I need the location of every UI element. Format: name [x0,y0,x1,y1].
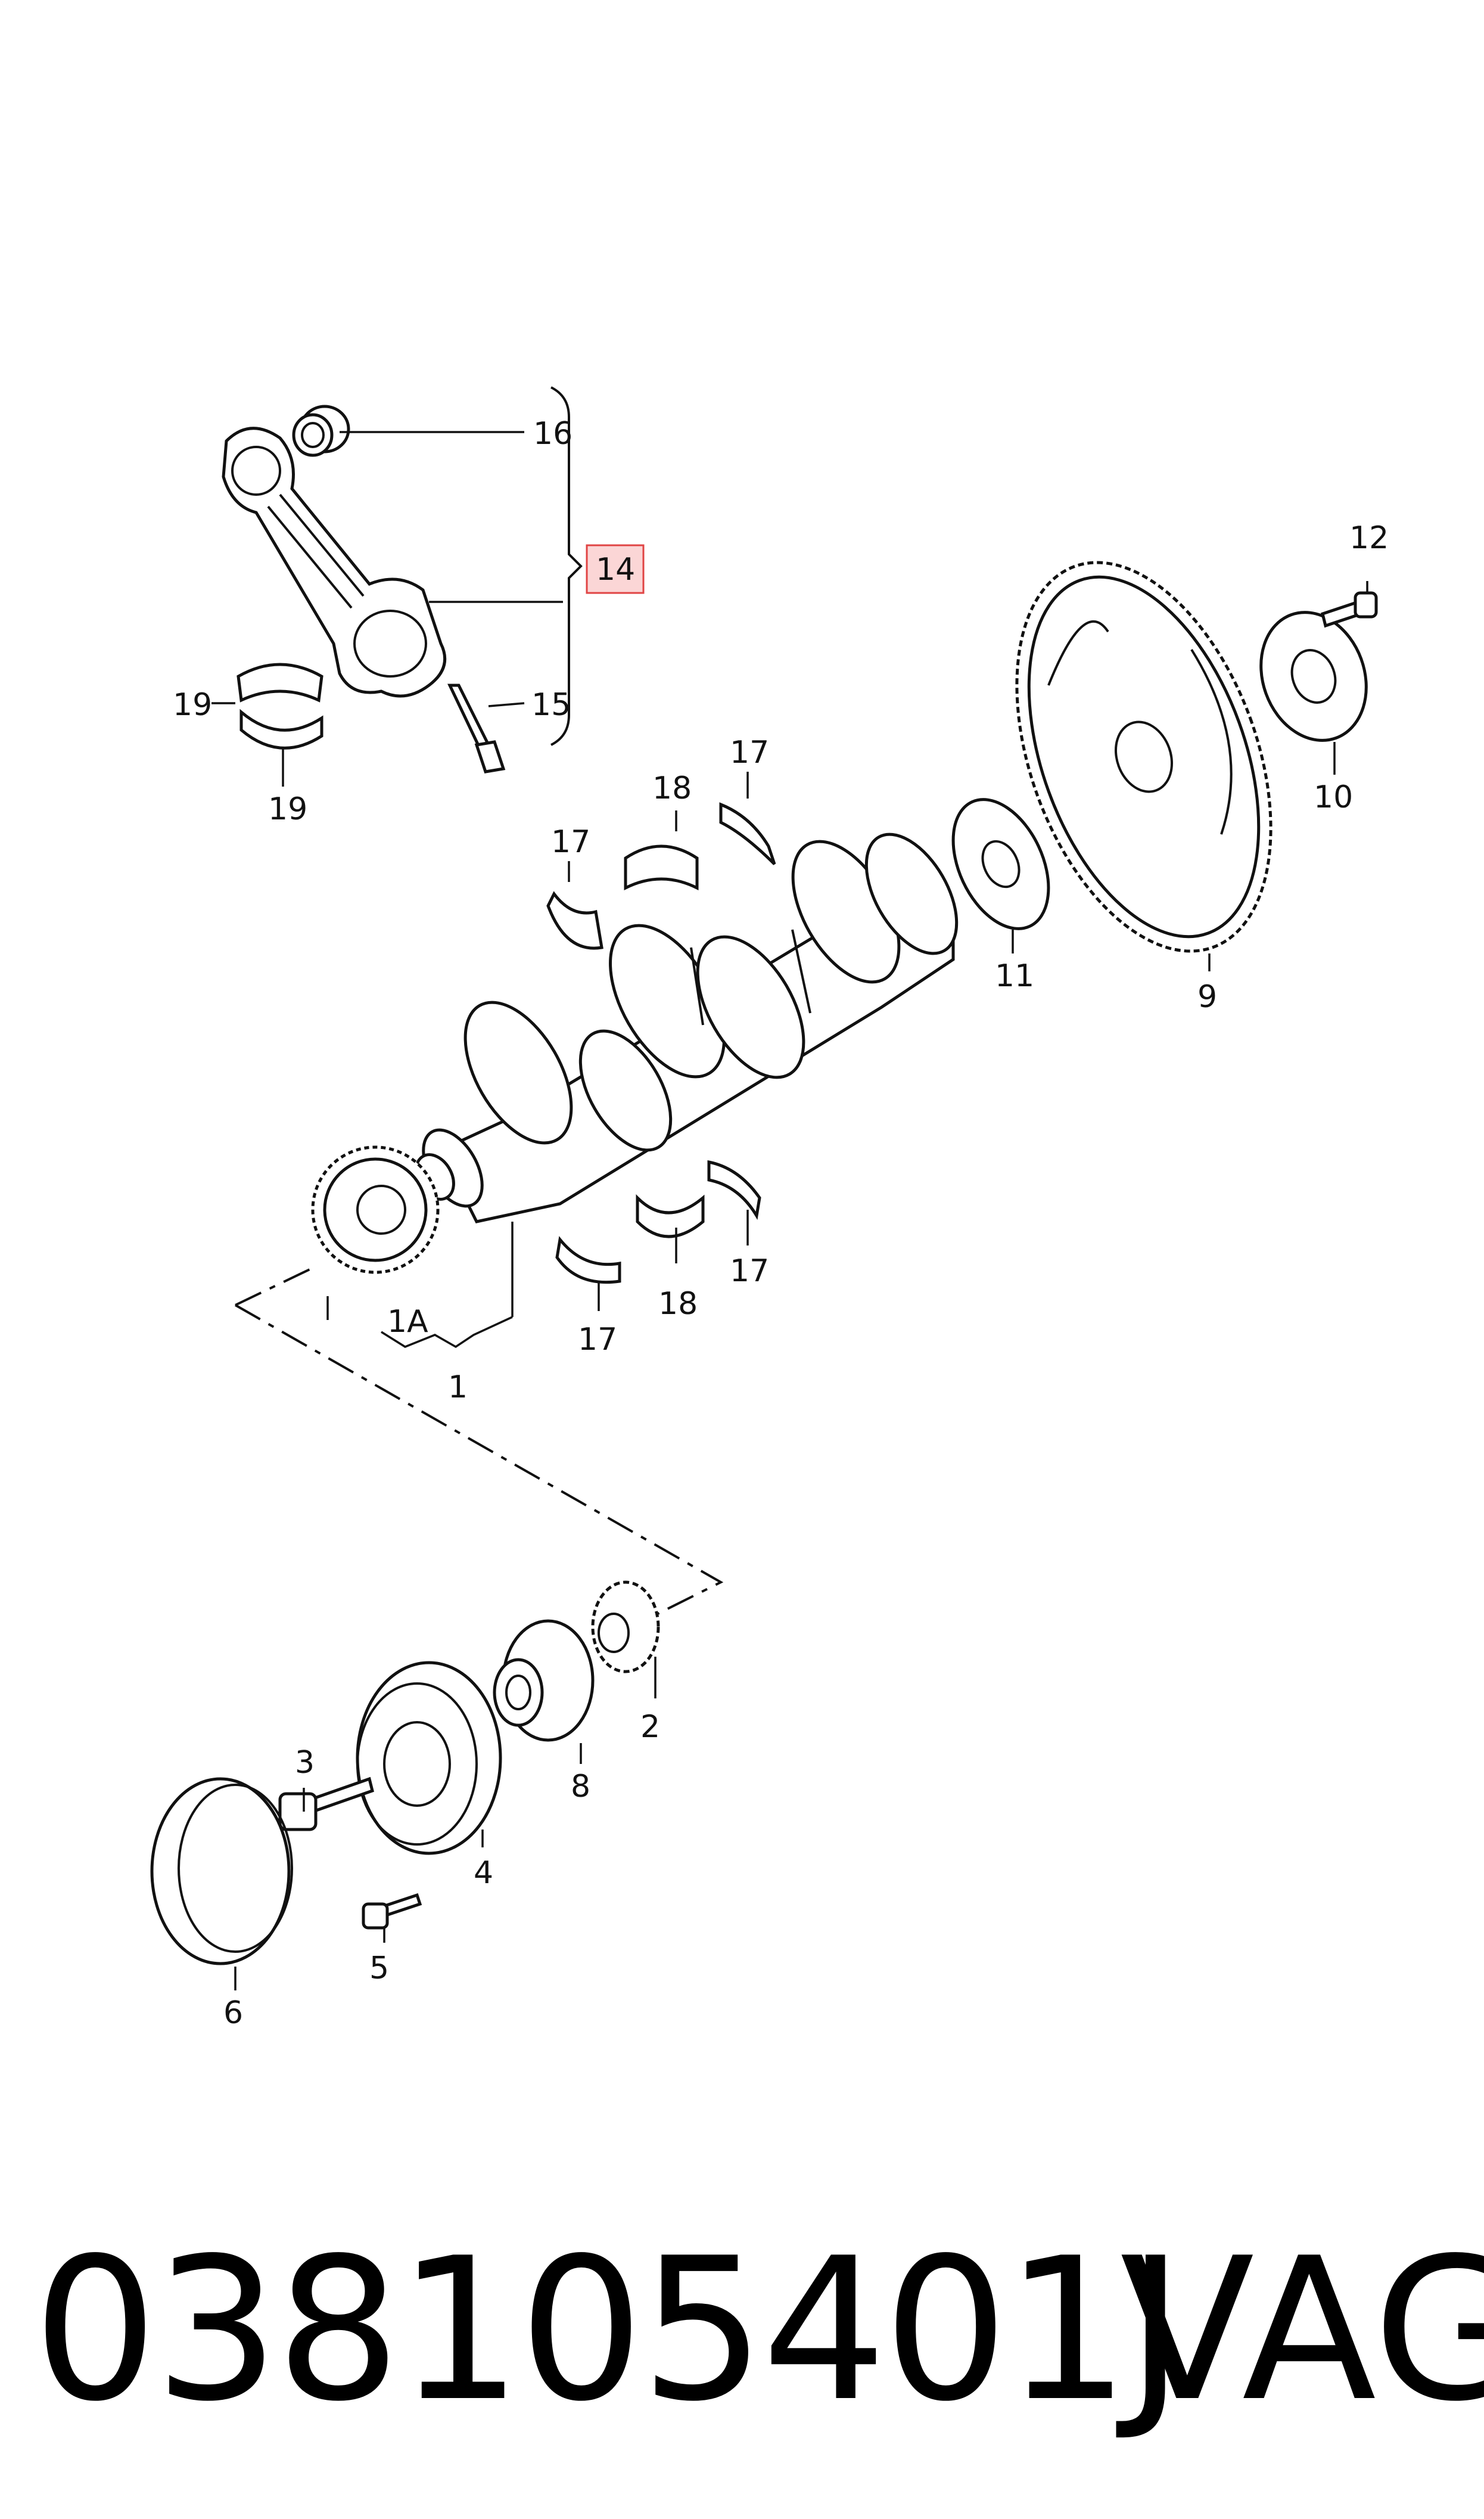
callout-17-top-left[interactable]: 17 [551,824,590,860]
callout-19-left[interactable]: 19 [173,687,212,723]
part-number: 038105401J [33,2216,1184,2445]
callout-19-bottom[interactable]: 19 [268,791,307,827]
sprocket-gear [591,1580,660,1673]
small-bolt [362,1893,422,1930]
callout-18-bottom[interactable]: 18 [658,1286,698,1322]
highlight-box [586,544,645,594]
callout-2[interactable]: 2 [640,1709,660,1745]
crank-gear [311,1145,440,1274]
callout-8[interactable]: 8 [571,1769,590,1804]
rod-bolt [447,684,506,774]
callout-17-bottom-right[interactable]: 17 [730,1253,769,1289]
callout-18-top[interactable]: 18 [652,771,692,806]
brand-name: VAG [1120,2216,1484,2445]
callout-3[interactable]: 3 [295,1745,315,1781]
assembly-dash-line [235,1268,724,1646]
small-end-bush [292,405,350,457]
callout-1A[interactable]: 1A [387,1304,428,1340]
connecting-rod [222,427,447,698]
conrod-bearing-shells [237,663,323,750]
callout-17-top-right[interactable]: 17 [730,735,769,771]
callout-1[interactable]: 1 [448,1369,468,1405]
callout-11[interactable]: 11 [995,958,1034,994]
connecting-rod-assembly [211,386,583,787]
callout-9[interactable]: 9 [1197,979,1217,1015]
thrust-washers-and-shells [546,802,776,1284]
callout-14[interactable]: 14 [596,552,635,588]
callout-16[interactable]: 16 [533,416,573,452]
leader-lines [234,581,1368,1990]
flywheel-pressure-plate [1259,611,1368,742]
footer: 038105401J VAG [0,2205,1484,2455]
callout-15[interactable]: 15 [531,687,571,723]
crankshaft-pulley [356,1661,502,1855]
callout-12[interactable]: 12 [1349,520,1389,556]
flywheel-adapter-plate [951,798,1050,930]
vibration-damper-hub [493,1619,595,1742]
callout-5[interactable]: 5 [369,1950,389,1986]
callout-6[interactable]: 6 [223,1995,243,2031]
pulley-bolt [278,1776,374,1831]
callout-10[interactable]: 10 [1314,779,1353,815]
sealing-cap [150,1777,293,1965]
callout-4[interactable]: 4 [474,1855,493,1891]
callout-17-bottom-left[interactable]: 17 [578,1322,617,1358]
crankshaft [415,833,959,1223]
flywheel-bolt [1321,591,1378,628]
flywheel [1015,561,1273,953]
